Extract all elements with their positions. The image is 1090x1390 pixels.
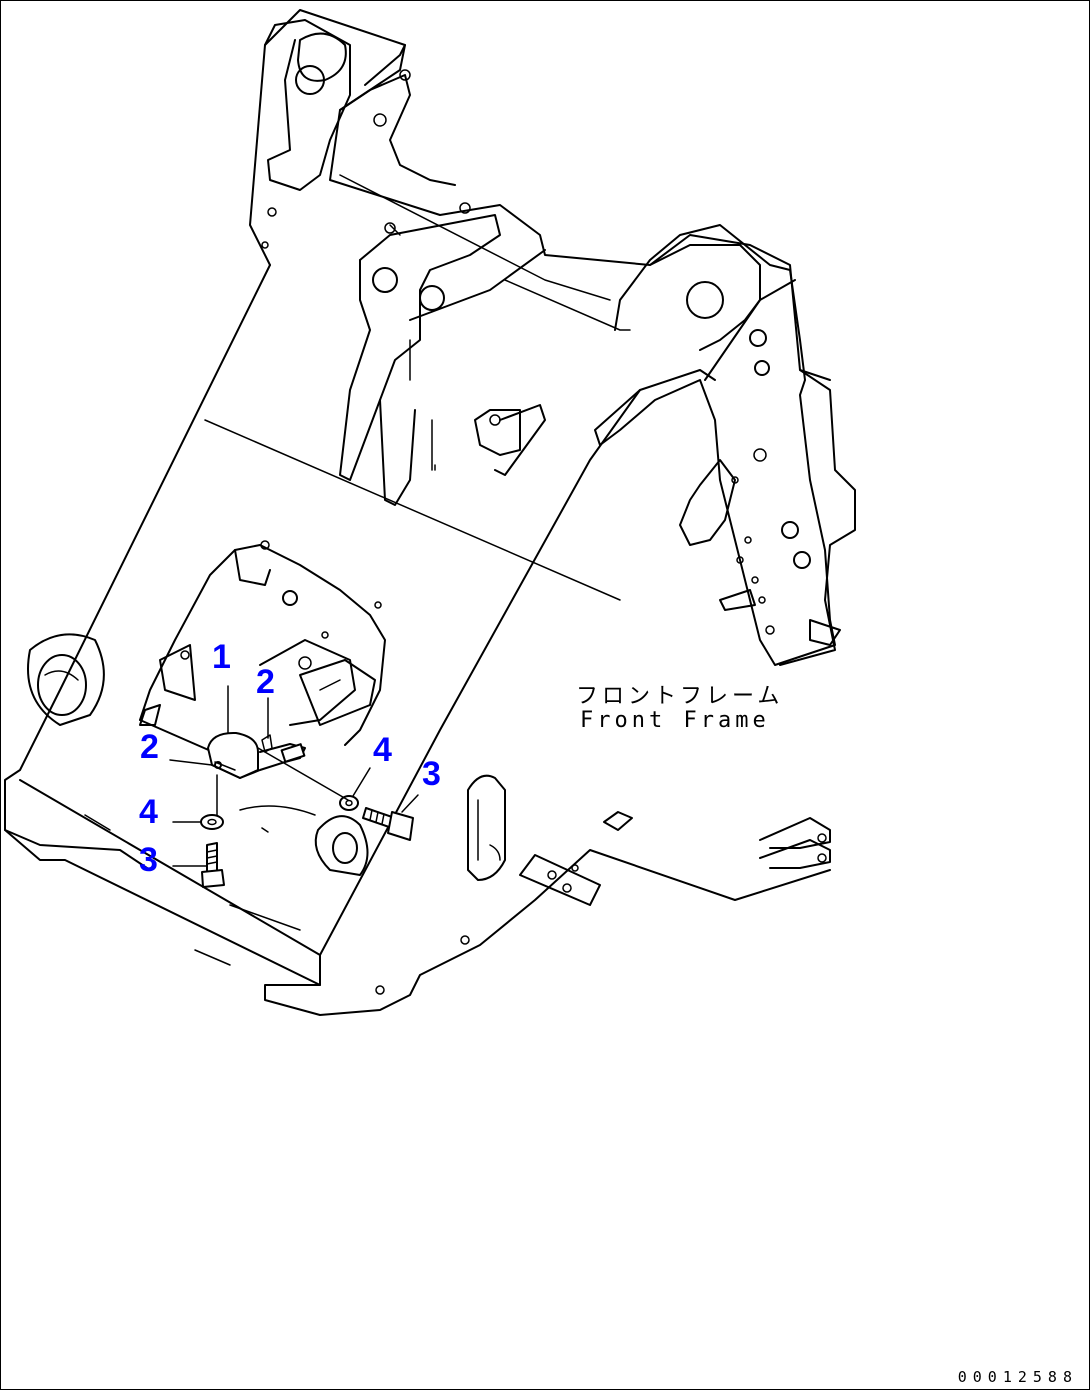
frame-label-japanese: フロントフレーム xyxy=(576,684,784,709)
callout-4-right: 4 xyxy=(373,731,392,769)
rear-left-tower xyxy=(261,19,456,249)
callout-3-right: 3 xyxy=(422,755,441,793)
sensor-assembly xyxy=(207,731,306,779)
frame-label-english: Front Frame xyxy=(580,708,770,733)
callout-3-left: 3 xyxy=(139,841,158,879)
callout-2-left: 2 xyxy=(140,728,159,766)
front-lower-details xyxy=(239,464,831,995)
leader-lines xyxy=(169,685,419,867)
bolts xyxy=(201,807,414,888)
center-gussets xyxy=(339,202,501,506)
center-bracket xyxy=(474,404,546,476)
callout-2-upper: 2 xyxy=(256,663,275,701)
drawing-number: 00012588 xyxy=(957,1368,1078,1386)
rear-right-tower xyxy=(594,224,841,666)
left-boss xyxy=(27,633,105,726)
washers xyxy=(200,795,359,830)
front-opening xyxy=(139,540,386,761)
callout-1: 1 xyxy=(212,638,231,676)
callout-4-left: 4 xyxy=(139,793,158,831)
